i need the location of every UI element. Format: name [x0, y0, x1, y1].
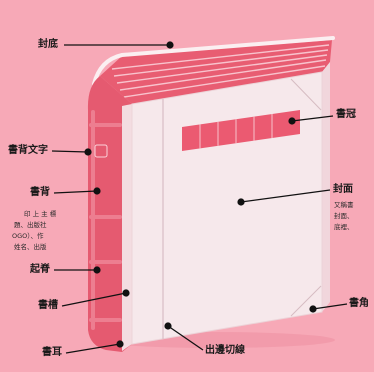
dot-raised-band [93, 266, 101, 274]
label-front-cover: 封面 [333, 184, 353, 195]
spine-text-box [94, 144, 108, 158]
leader-groove [61, 292, 127, 307]
leader-head-band [291, 115, 334, 122]
dot-front-cover [237, 198, 245, 206]
label-ear: 書耳 [42, 347, 62, 358]
leader-front-cover [240, 189, 331, 203]
spine-highlights [89, 110, 122, 330]
spine-note-line: 印 上 主 標 [24, 210, 57, 218]
page-line [123, 65, 326, 98]
page-block-right-edge [322, 62, 330, 312]
page-line [119, 59, 327, 91]
leader-corner [312, 303, 348, 310]
label-raised-band: 起脊 [30, 264, 50, 275]
dot-back-cover [166, 41, 174, 49]
label-edge-line: 出邊切線 [205, 345, 245, 356]
leader-dots [84, 41, 317, 348]
raised-band-mid [89, 215, 122, 219]
label-spine-text: 書背文字 [8, 145, 48, 156]
label-groove: 書槽 [38, 300, 58, 311]
dot-corner [309, 305, 317, 313]
corner-guard-bottom [290, 285, 322, 317]
spine-note-line: OGO）、作 [12, 232, 44, 240]
back-cover-edge [92, 36, 335, 86]
front-cover-note-line: 又稱書 [334, 201, 354, 209]
dot-edge-line [164, 322, 172, 330]
page-line [116, 54, 328, 84]
page-line [113, 49, 329, 77]
leader-lines [51, 44, 348, 354]
front-cover [131, 71, 323, 345]
raised-band-top [89, 123, 122, 127]
leader-ear [65, 343, 121, 354]
head-band-dividers [199, 114, 273, 149]
front-cover-note-line: 封面、 [334, 212, 354, 220]
spine-highlight-strip [91, 110, 95, 330]
corner-guard-top [290, 78, 322, 111]
raised-band-bottom [89, 318, 122, 322]
spine-note-line: 題、出版社 [14, 221, 47, 229]
dot-spine [93, 187, 101, 195]
page-line [111, 44, 330, 70]
top-page-lines [111, 44, 330, 98]
dot-head-band [288, 117, 296, 125]
dot-spine-text [84, 148, 92, 156]
leader-edge-line [167, 325, 204, 351]
leader-spine [53, 190, 98, 194]
spine-note-line: 姓名、出版 [14, 243, 47, 251]
cover-joint-strip [122, 104, 132, 351]
label-spine: 書背 [30, 187, 50, 198]
head-band [182, 110, 300, 151]
front-cover-note-line: 底裡、 [334, 223, 354, 231]
raised-band-low [89, 260, 122, 264]
label-corner: 書角 [349, 298, 369, 309]
dot-ear [116, 340, 124, 348]
leader-spine-text [51, 150, 89, 153]
label-head-band: 書冠 [336, 109, 356, 120]
dot-groove [122, 289, 130, 297]
label-back-cover: 封底 [38, 39, 58, 50]
